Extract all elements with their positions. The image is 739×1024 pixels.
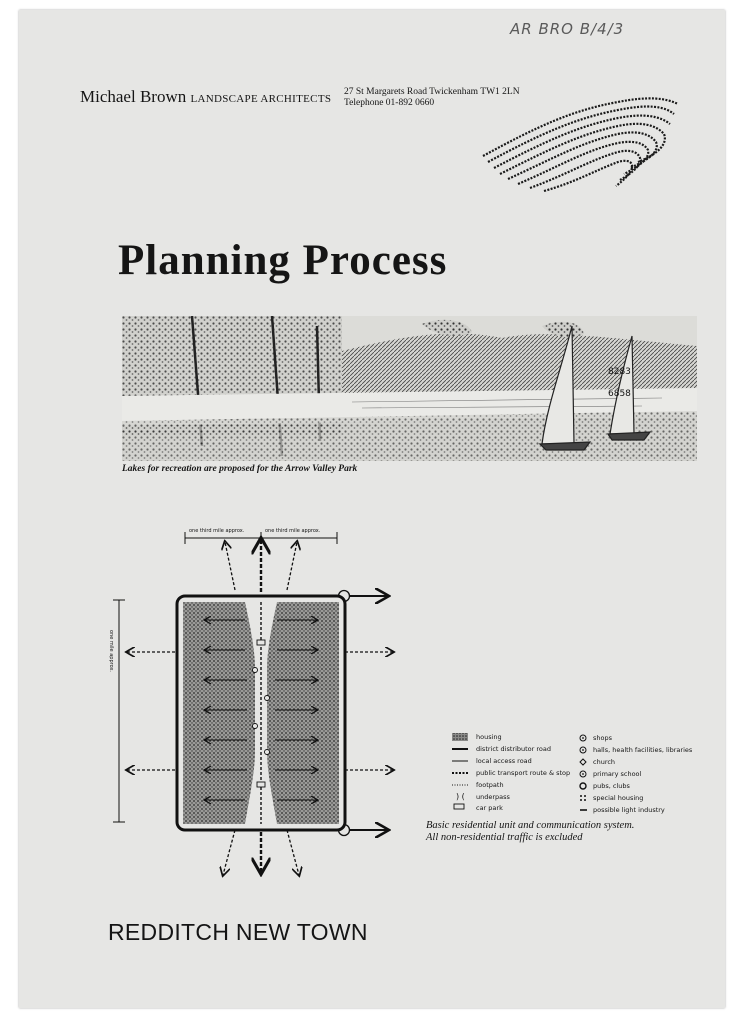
illustration-caption: Lakes for recreation are proposed for th… [122,464,358,474]
legend-item: footpath [476,781,504,789]
archive-reference: AR BRO B/4/3 [510,20,625,38]
dim-label-side: one mile approx. [108,630,114,672]
document-sheet [19,10,725,1008]
diamond-icon [579,758,587,766]
sail-number-2: 6858 [608,389,631,399]
dim-label-right: one third mile approx. [265,528,321,534]
housing-east [267,602,339,824]
legend-item: housing [476,733,502,741]
circle-dot-icon [579,746,587,754]
page-title: Planning Process [118,237,448,284]
lake-illustration: 8283 6858 [122,316,697,461]
address-line: 27 St Margarets Road Twickenham TW1 2LN [344,87,520,97]
circle-icon [579,782,587,790]
rect-icon [453,803,465,810]
residential-unit-diagram: one third mile approx. one third mile ap… [108,528,405,890]
legend-item: special housing [593,794,644,802]
legend-item: public transport route & stop [476,769,571,777]
circle-dot-icon [579,770,587,778]
legend-item: local access road [476,757,532,765]
diagram-caption-line: Basic residential unit and communication… [426,820,635,831]
lake-scene: 8283 6858 [122,316,697,461]
firm-name-sub: LANDSCAPE ARCHITECTS [190,93,332,105]
circle-dot-icon [579,734,587,742]
legend-item: underpass [476,793,510,801]
brackets-icon: ) ( [456,792,465,801]
legend-item: possible light industry [593,806,665,814]
sail-number-1: 8283 [608,367,631,377]
side-dimension: one mile approx. [108,599,125,823]
housing-west [183,602,255,824]
legend-item: halls, health facilities, libraries [593,746,693,754]
dim-label-left: one third mile approx. [189,528,245,534]
contour-logo [482,97,679,193]
dots-icon [580,795,586,801]
legend-item: pubs, clubs [593,782,630,790]
legend-symbols: ) ( [452,733,587,811]
firm-name: Michael Brown LANDSCAPE ARCHITECTS [80,87,331,107]
legend-item: car park [476,804,503,812]
diagram-caption-line: All non-residential traffic is excluded [426,832,583,843]
legend-item: church [593,758,616,766]
legend-item: shops [593,734,612,742]
town-name-footer: REDDITCH NEW TOWN [108,919,368,945]
housing-swatch-icon [452,733,468,741]
legend-item: primary school [593,770,642,778]
firm-address: 27 St Margarets Road Twickenham TW1 2LN … [344,87,520,109]
firm-name-main: Michael Brown [80,87,187,106]
diagram-caption: Basic residential unit and communication… [426,820,634,844]
telephone-line: Telephone 01-892 0660 [344,98,435,108]
legend-item: district distributor road [476,745,552,753]
